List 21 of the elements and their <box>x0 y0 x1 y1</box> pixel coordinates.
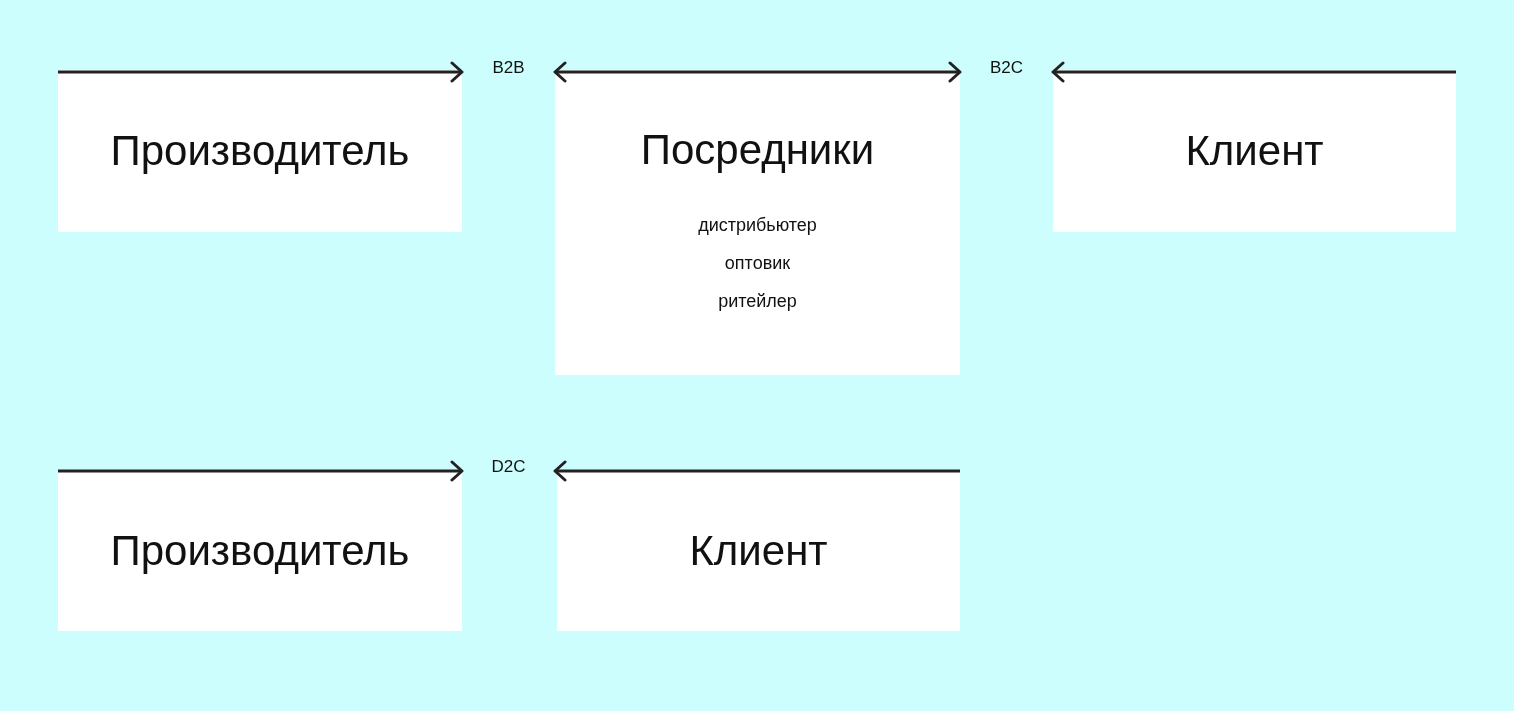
entity-box <box>58 470 462 631</box>
list-item: оптовик <box>724 252 791 275</box>
arrow <box>553 61 962 83</box>
node-title: Производитель <box>110 525 410 576</box>
node-title: Производитель <box>110 126 410 176</box>
list-item: дистрибьютер <box>698 214 817 237</box>
list-item: ритейлер <box>718 290 797 313</box>
arrow <box>58 460 464 482</box>
arrow <box>58 61 464 83</box>
channel-label: B2B <box>462 56 555 80</box>
entity-box <box>557 470 960 631</box>
arrow <box>1051 61 1456 83</box>
channel-label: D2C <box>462 455 555 479</box>
node-title: Клиент <box>689 525 828 576</box>
entity-box <box>555 70 960 375</box>
entity-box <box>1053 70 1456 232</box>
arrow <box>553 460 960 482</box>
channel-label: B2C <box>960 56 1053 80</box>
node-title: Клиент <box>1185 126 1324 176</box>
node-title: Посредники <box>640 125 875 175</box>
entity-box <box>58 70 462 232</box>
